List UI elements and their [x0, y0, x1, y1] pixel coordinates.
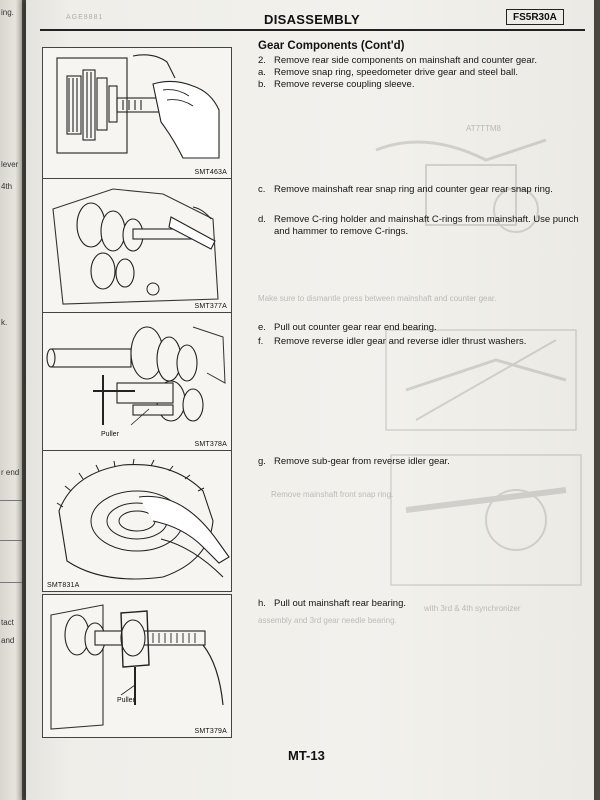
show-through-illustration: [385, 329, 577, 431]
puller-callout: Puller: [117, 697, 135, 704]
snap-ring-illustration: [52, 188, 219, 305]
model-code-box: FS5R30A: [506, 9, 564, 25]
step-d: d. Remove C-ring holder and mainshaft C-…: [258, 214, 580, 238]
step-text: Remove snap ring, speedometer drive gear…: [274, 67, 518, 78]
show-through-text: Remove mainshaft front snap ring.: [271, 490, 394, 499]
step-f: f. Remove reverse idler gear and reverse…: [258, 336, 580, 348]
show-through-text: with 3rd & 4th synchronizer: [424, 604, 521, 613]
left-page-fragment: tact: [1, 618, 14, 627]
figure-label: SMT831A: [47, 582, 80, 589]
left-page-fragment: ing.: [1, 8, 14, 17]
figure-smt377a: SMT377A: [42, 178, 232, 313]
step-number: a.: [258, 67, 266, 78]
figure-label: SMT378A: [194, 441, 227, 448]
left-page-rule: [0, 582, 22, 583]
step-b: b. Remove reverse coupling sleeve.: [258, 79, 580, 91]
figure-label: SMT377A: [194, 303, 227, 310]
left-page-fragment: and: [1, 636, 15, 645]
mainshaft-bearing-puller-illustration: [50, 604, 224, 730]
figure-label: SMT463A: [194, 169, 227, 176]
left-page-fragment: lever: [1, 160, 19, 169]
show-through-illustration: [375, 138, 547, 233]
left-page-rule: [0, 540, 22, 541]
show-through-text: assembly and 3rd gear needle bearing.: [258, 616, 397, 625]
step-a: a. Remove snap ring, speedometer drive g…: [258, 67, 580, 79]
figure-smt463a: SMT463A: [42, 47, 232, 179]
show-through-figure-label: AT7TTM8: [466, 124, 501, 133]
step-text: Remove reverse idler gear and reverse id…: [274, 336, 527, 347]
step-text: Remove C-ring holder and mainshaft C-rin…: [274, 214, 579, 237]
section-title: DISASSEMBLY: [264, 12, 361, 27]
step-h: h. Pull out mainshaft rear bearing.: [258, 598, 580, 610]
step-number: c.: [258, 184, 266, 195]
show-through-text: Make sure to dismantle press between mai…: [258, 294, 497, 303]
figure-smt379a: Puller SMT379A: [42, 594, 232, 738]
step-text: Remove reverse coupling sleeve.: [274, 79, 415, 90]
page-code-stamp: AGE8881: [66, 14, 104, 21]
step-text: Remove rear side components on mainshaft…: [274, 55, 537, 66]
step-number: e.: [258, 322, 266, 333]
adjacent-left-page: ing. lever 4th k. r end tact and: [0, 0, 22, 800]
step-number: 2.: [258, 55, 266, 66]
sub-heading: Gear Components (Cont'd): [258, 40, 405, 52]
header-rule: [40, 29, 585, 31]
bearing-puller-illustration: [46, 326, 226, 426]
step-2: 2. Remove rear side components on mainsh…: [258, 55, 580, 67]
step-e: e. Pull out counter gear rear end bearin…: [258, 322, 580, 334]
figure-smt378a: Puller SMT378A: [42, 312, 232, 451]
step-number: d.: [258, 214, 266, 225]
step-text: Pull out counter gear rear end bearing.: [274, 322, 437, 333]
left-page-fragment: 4th: [1, 182, 13, 191]
step-number: b.: [258, 79, 266, 90]
manual-page: AT7TTM8 Make sure to dismantle press bet…: [26, 0, 594, 800]
step-text: Remove mainshaft rear snap ring and coun…: [274, 184, 553, 195]
step-text: Remove sub-gear from reverse idler gear.: [274, 456, 450, 467]
step-number: h.: [258, 598, 266, 609]
figure-label: SMT379A: [194, 728, 227, 735]
step-number: f.: [258, 336, 264, 347]
step-text: Pull out mainshaft rear bearing.: [274, 598, 407, 609]
figure-smt831a: SMT831A: [42, 450, 232, 592]
show-through-illustration: [390, 454, 582, 586]
puller-callout: Puller: [101, 431, 119, 438]
left-page-fragment: r end: [1, 468, 20, 477]
left-page-rule: [0, 500, 22, 501]
step-number: g.: [258, 456, 266, 467]
step-c: c. Remove mainshaft rear snap ring and c…: [258, 184, 580, 196]
page-number: MT-13: [288, 748, 325, 763]
gear-removal-illustration: [56, 54, 220, 159]
step-g: g. Remove sub-gear from reverse idler ge…: [258, 456, 580, 468]
page-header: AGE8881 DISASSEMBLY FS5R30A: [26, 8, 594, 30]
sub-gear-illustration: [56, 458, 230, 580]
left-page-fragment: k.: [1, 318, 8, 327]
